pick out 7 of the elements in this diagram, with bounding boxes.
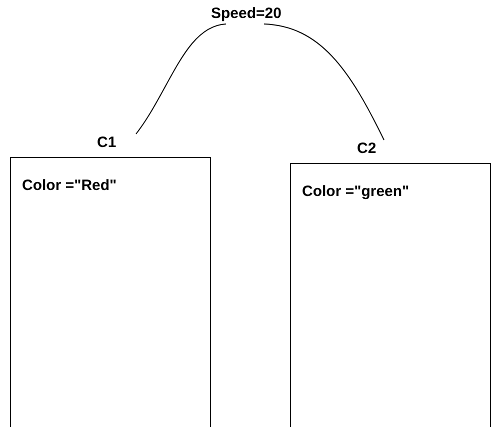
connector-line (264, 24, 384, 140)
property-text: Color ="Red" (22, 177, 117, 194)
box-heading: C2 (357, 140, 376, 157)
connector-line (136, 24, 226, 134)
node-label: Speed=20 (211, 5, 282, 22)
box-heading: C1 (97, 134, 116, 151)
property-text: Color ="green" (302, 183, 410, 200)
